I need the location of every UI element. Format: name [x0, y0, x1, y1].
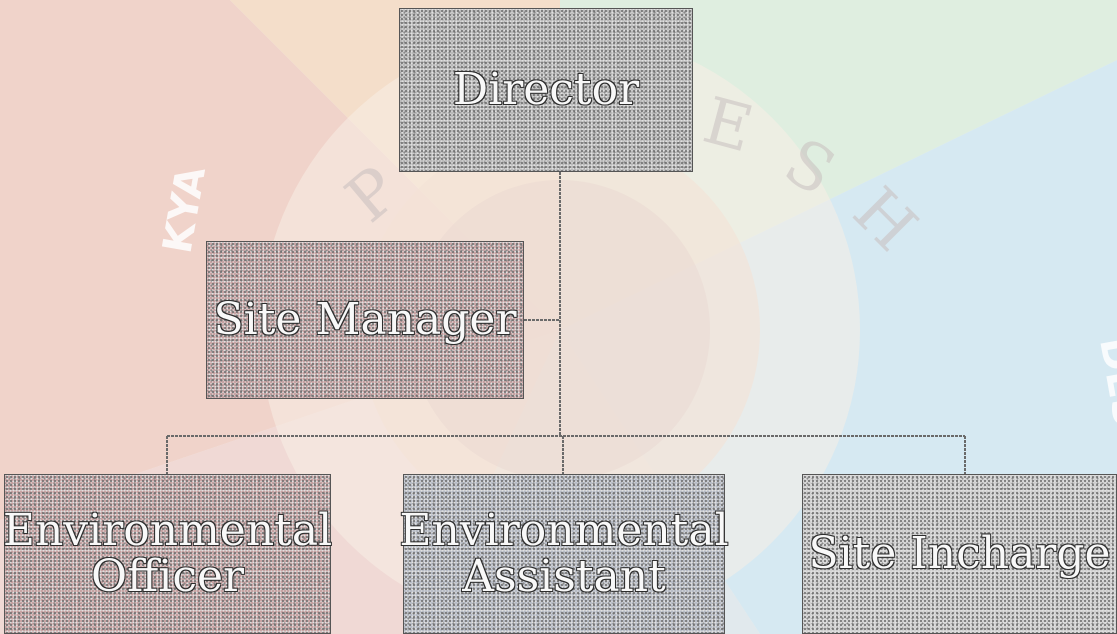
environmental-assistant-node: Environmental Assistant: [399, 474, 729, 634]
environmental-assistant-label: Environmental Assistant: [399, 504, 729, 602]
site-manager-node: Site Manager: [206, 241, 524, 399]
environmental-officer-node: Environmental Officer: [2, 474, 333, 634]
environmental-officer-label-line2: Officer: [90, 551, 245, 602]
site-manager-label: Site Manager: [213, 293, 517, 345]
environmental-assistant-label-line2: Assistant: [462, 551, 666, 602]
environmental-officer-label-line1: Environmental: [2, 504, 333, 556]
environmental-officer-label: Environmental Officer: [2, 504, 333, 602]
environmental-assistant-label-line1: Environmental: [399, 504, 729, 556]
director-label: Director: [452, 63, 640, 115]
site-incharge-node: Site Incharge: [802, 474, 1117, 634]
director-node: Director: [399, 8, 693, 172]
site-incharge-label: Site Incharge: [808, 527, 1111, 579]
